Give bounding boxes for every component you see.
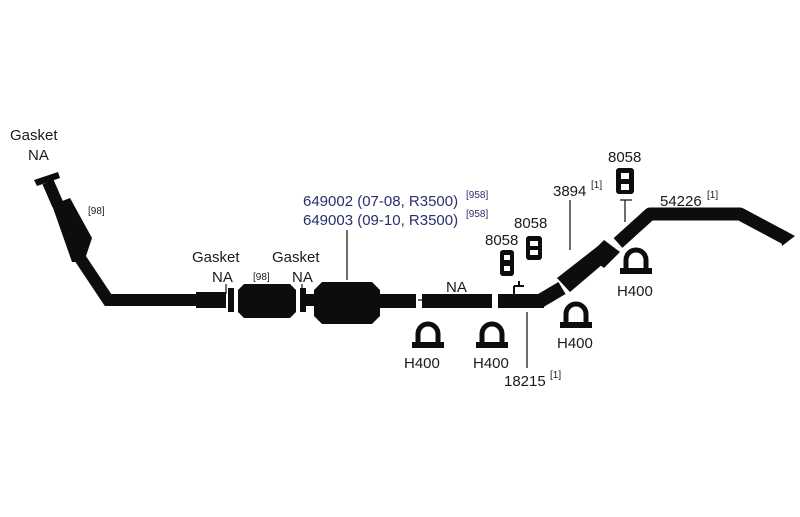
clamp-h400-1-label: H400 [404,355,440,372]
part-649003-ref: [958] [466,209,488,220]
gasket-mid1-label: Gasket [192,249,240,266]
clamp-h400-3[interactable] [560,301,592,328]
gasket-left-na-label: NA [28,147,49,164]
part-3894-label: 3894 [553,183,586,200]
hanger-8058-b-label: 8058 [514,215,547,232]
gasket-mid2-label: Gasket [272,249,320,266]
hanger-8058-c[interactable] [616,168,634,194]
ref-98-top: [98] [88,206,105,217]
intermediate-pipe[interactable] [422,294,492,308]
part-649003-label[interactable]: 649003 (09-10, R3500) [303,212,458,229]
part-54226-ref: [1] [707,190,718,201]
muffler-3894[interactable] [557,240,620,292]
part-18215-label: 18215 [504,373,546,390]
hanger-8058-a-label: 8058 [485,232,518,249]
hanger-8058-c-label: 8058 [608,149,641,166]
tailpipe-54226[interactable] [613,207,795,248]
part-54226-label: 54226 [660,193,702,210]
hanger-8058-a[interactable] [500,250,514,276]
mid-catalytic-converter[interactable] [196,284,316,318]
gasket-left-label: Gasket [10,127,58,144]
clamp-h400-2[interactable] [476,321,508,348]
ref-98-mid: [98] [253,272,270,283]
pipe-na-label: NA [446,279,467,296]
part-649002-label[interactable]: 649002 (07-08, R3500) [303,193,458,210]
main-catalytic-converter[interactable] [314,282,416,324]
clamp-h400-2-label: H400 [473,355,509,372]
part-3894-ref: [1] [591,180,602,191]
clamp-h400-1[interactable] [412,321,444,348]
gasket-mid1-na-label: NA [212,269,233,286]
leader-lines [225,199,691,368]
part-18215-ref: [1] [550,370,561,381]
clamp-h400-4[interactable] [620,247,652,274]
clamp-h400-3-label: H400 [557,335,593,352]
part-649002-ref: [958] [466,190,488,201]
clamp-h400-4-label: H400 [617,283,653,300]
gasket-mid2-na-label: NA [292,269,313,286]
front-catalytic-converter[interactable] [34,172,205,306]
hanger-8058-b[interactable] [526,236,542,260]
pipe-18215[interactable] [498,281,566,308]
